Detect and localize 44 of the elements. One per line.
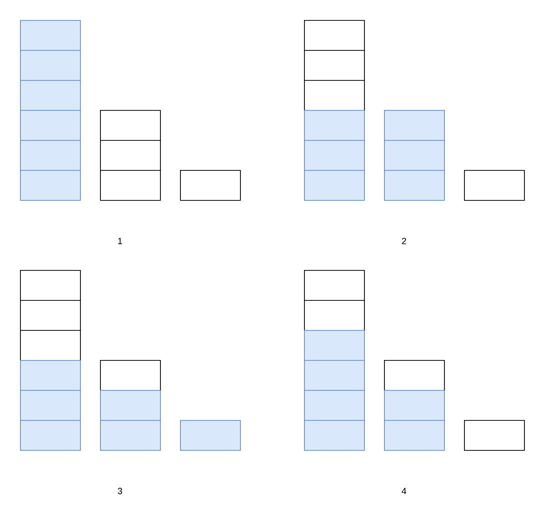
- empty-box: [20, 330, 81, 361]
- shaded-box: [100, 420, 161, 451]
- shaded-box: [20, 390, 81, 421]
- empty-box: [100, 170, 161, 201]
- shaded-box: [304, 420, 365, 451]
- shaded-box: [304, 330, 365, 361]
- shaded-box: [384, 420, 445, 451]
- empty-box: [384, 360, 445, 391]
- shaded-box: [384, 390, 445, 421]
- shaded-box: [20, 110, 81, 141]
- shaded-box: [100, 390, 161, 421]
- empty-box: [304, 300, 365, 331]
- shaded-box: [20, 80, 81, 111]
- shaded-box: [304, 140, 365, 171]
- shaded-box: [20, 20, 81, 51]
- shaded-box: [20, 50, 81, 81]
- shaded-box: [384, 140, 445, 171]
- shaded-box: [20, 420, 81, 451]
- shaded-box: [384, 110, 445, 141]
- empty-box: [100, 360, 161, 391]
- panel-number: 2: [402, 238, 406, 244]
- empty-box: [464, 420, 525, 451]
- panel-number: 1: [118, 238, 122, 244]
- empty-box: [464, 170, 525, 201]
- empty-box: [304, 20, 365, 51]
- shaded-box: [20, 140, 81, 171]
- empty-box: [100, 110, 161, 141]
- shaded-box: [180, 420, 241, 451]
- empty-box: [304, 80, 365, 111]
- shaded-box: [384, 170, 445, 201]
- shaded-box: [20, 170, 81, 201]
- empty-box: [100, 140, 161, 171]
- panel-number: 4: [402, 488, 406, 494]
- empty-box: [180, 170, 241, 201]
- empty-box: [304, 270, 365, 301]
- shaded-box: [304, 390, 365, 421]
- shaded-box: [20, 360, 81, 391]
- empty-box: [304, 50, 365, 81]
- shaded-box: [304, 110, 365, 141]
- shaded-box: [304, 170, 365, 201]
- shaded-box: [304, 360, 365, 391]
- panel-number: 3: [118, 488, 122, 494]
- empty-box: [20, 300, 81, 331]
- empty-box: [20, 270, 81, 301]
